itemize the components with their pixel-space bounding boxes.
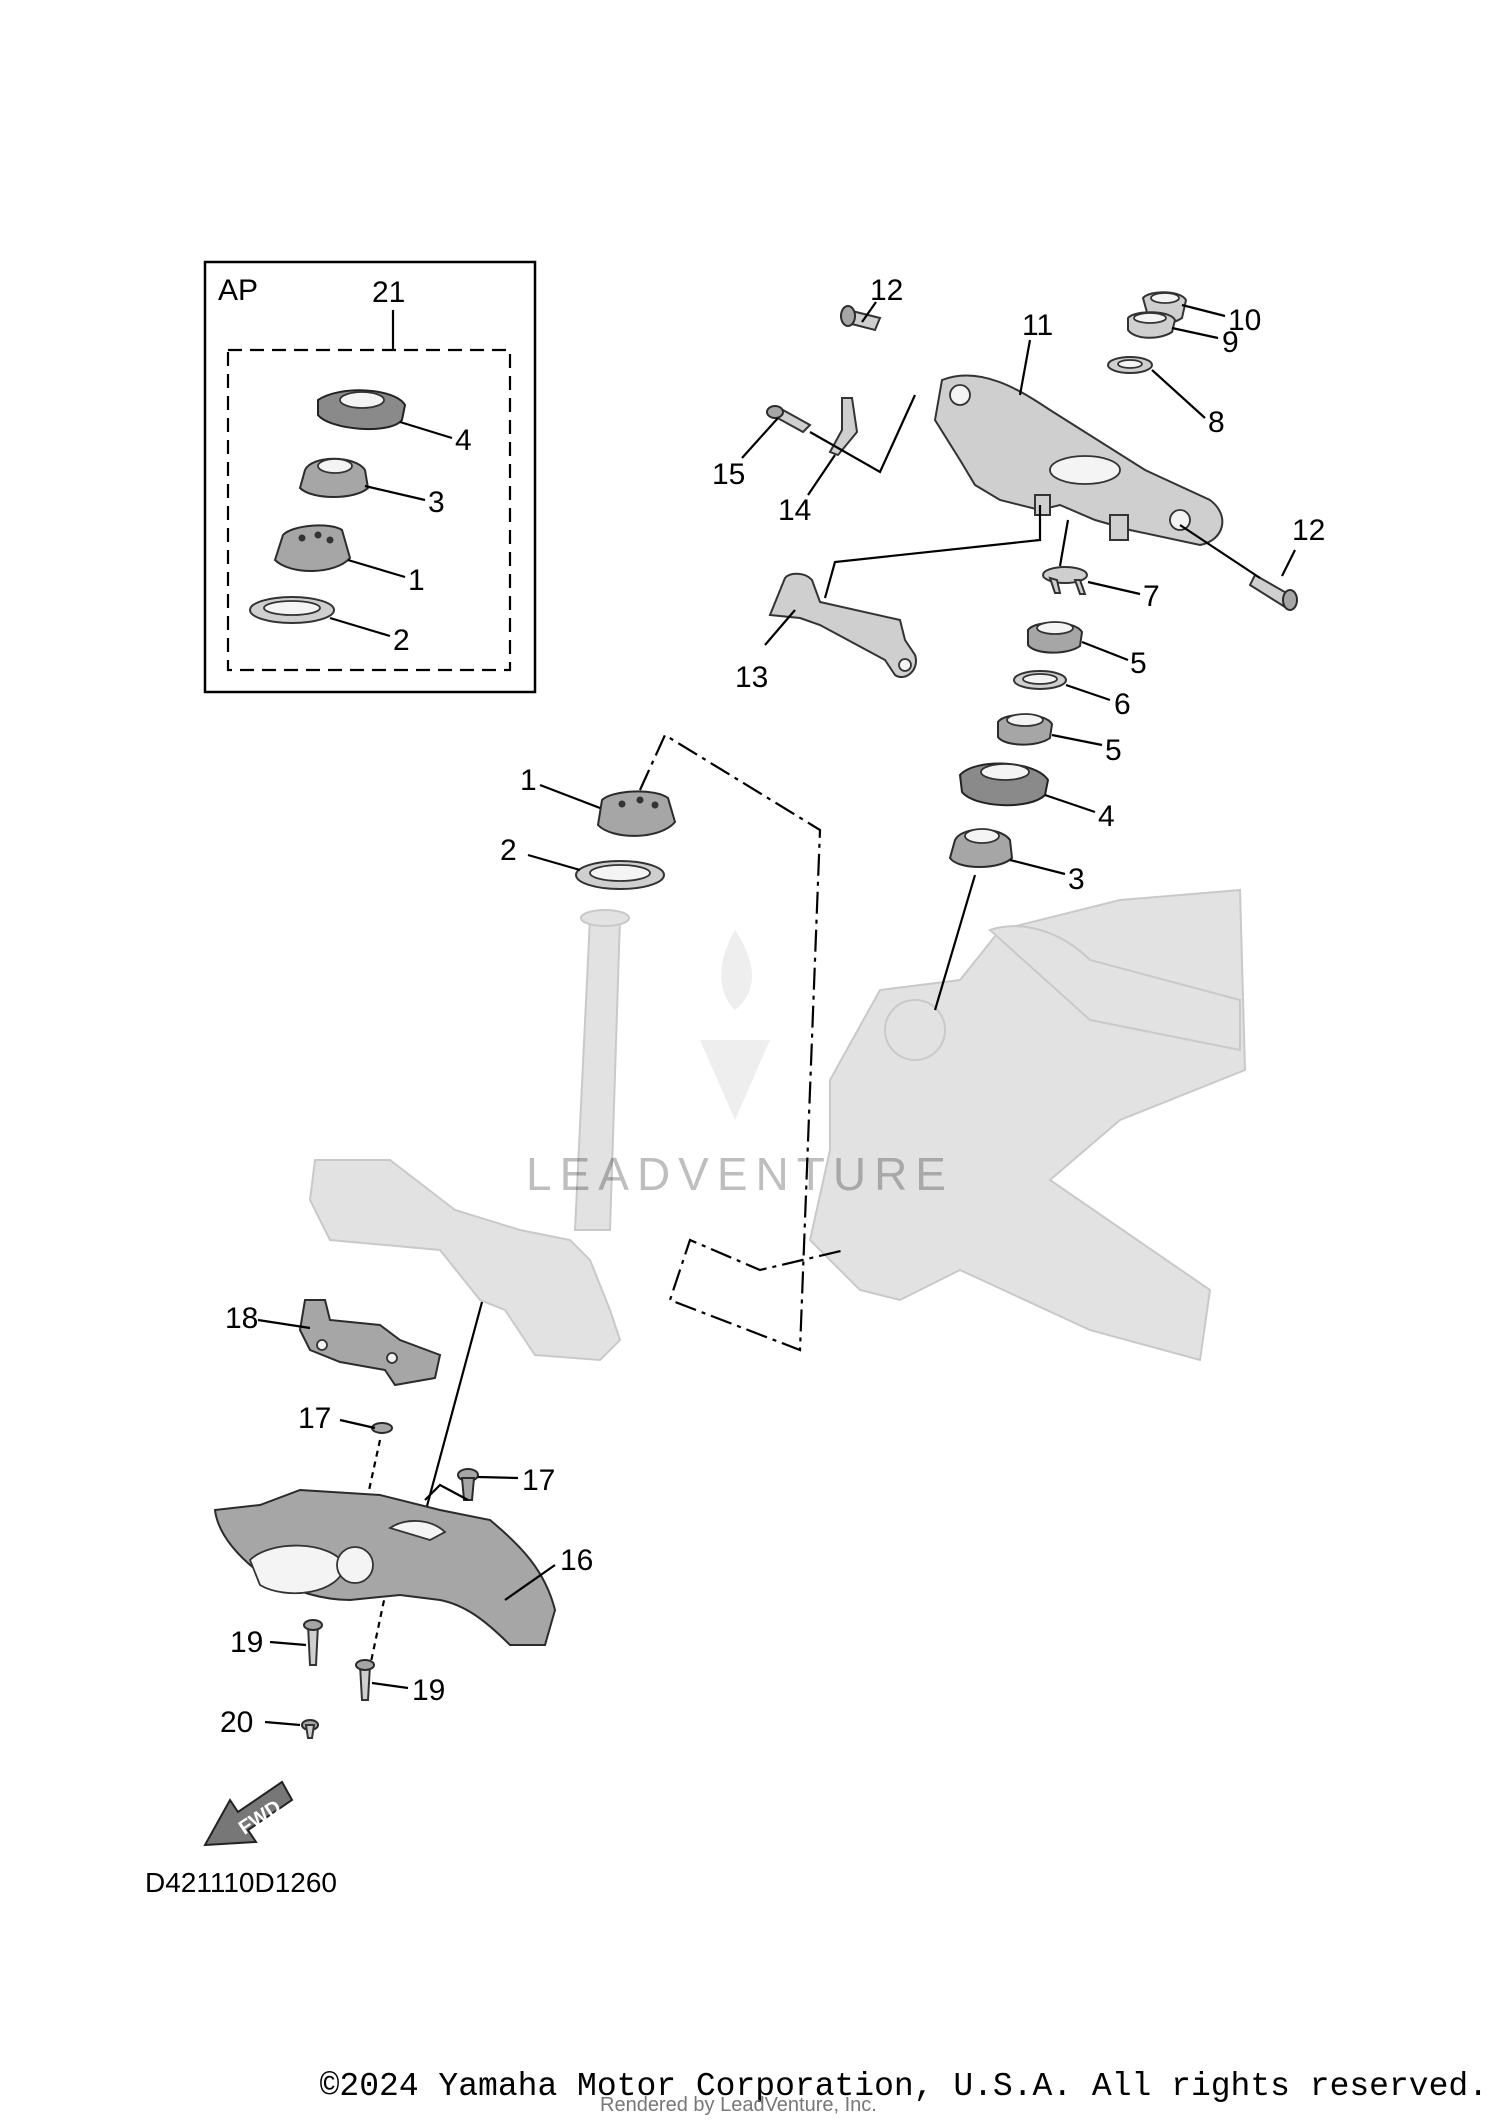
callout-16: 16 bbox=[560, 1544, 593, 1577]
lower-bracket-ghost bbox=[308, 909, 630, 1362]
copyright-notice: ©2024 Yamaha Motor Corporation, U.S.A. A… bbox=[319, 2068, 1488, 2105]
cover-part-16 bbox=[213, 1488, 557, 1646]
callout-12-top: 12 bbox=[870, 274, 903, 307]
kit-part-3 bbox=[298, 457, 370, 498]
bolt-part-12-top bbox=[840, 305, 882, 332]
callout-1: 1 bbox=[520, 764, 537, 797]
kit-box-title: AP bbox=[218, 274, 258, 307]
grommet-part-17-right bbox=[457, 1468, 479, 1501]
callout-11: 11 bbox=[1022, 309, 1053, 342]
seal-part-6 bbox=[1013, 670, 1067, 690]
kit-part-2 bbox=[249, 596, 335, 624]
bracket-part-18 bbox=[298, 1299, 442, 1387]
callout-17-right: 17 bbox=[522, 1464, 555, 1497]
screw-part-19-right bbox=[355, 1659, 375, 1701]
bearing-part-4 bbox=[958, 762, 1050, 807]
watermark-text: LEADVENTURE bbox=[526, 1148, 954, 1200]
kit-part-4 bbox=[317, 389, 407, 431]
callout-15: 15 bbox=[712, 458, 745, 491]
kit-part-1 bbox=[273, 524, 352, 572]
washer-part-9 bbox=[1127, 311, 1177, 339]
callout-5-upper: 5 bbox=[1130, 647, 1147, 680]
watermark: LEADVENTURE bbox=[526, 930, 954, 1200]
callout-7: 7 bbox=[1143, 580, 1160, 613]
callout-10: 10 bbox=[1228, 304, 1261, 337]
callout-19-right: 19 bbox=[412, 1674, 445, 1707]
fwd-arrow-icon: FWD bbox=[203, 1780, 294, 1847]
callout-9: 9 bbox=[1222, 326, 1239, 359]
clamp-part-14 bbox=[828, 397, 859, 457]
ring-part-7 bbox=[1042, 566, 1088, 595]
callout-4: 4 bbox=[1098, 800, 1115, 833]
screw-part-20 bbox=[301, 1719, 319, 1739]
race-part-5-lower bbox=[997, 713, 1054, 746]
kit-callout-4: 4 bbox=[455, 424, 472, 457]
bracket-part-13 bbox=[768, 572, 917, 678]
rendered-by-credit: Rendered by LeadVenture, Inc. bbox=[600, 2094, 877, 2116]
seal-part-2 bbox=[575, 860, 665, 890]
bolt-part-15 bbox=[766, 405, 812, 434]
diagram-code: D421110D1260 bbox=[145, 1867, 337, 1898]
kit-callout-2: 2 bbox=[393, 624, 410, 657]
frame-ghost bbox=[808, 888, 1247, 1362]
callout-19-left: 19 bbox=[230, 1626, 263, 1659]
screw-part-19-left bbox=[303, 1619, 323, 1666]
callout-20: 20 bbox=[220, 1706, 253, 1739]
bearing-part-1 bbox=[596, 790, 677, 837]
callout-2: 2 bbox=[500, 834, 517, 867]
callout-12-right: 12 bbox=[1292, 514, 1325, 547]
callout-8: 8 bbox=[1208, 406, 1225, 439]
callout-17-left: 17 bbox=[298, 1402, 331, 1435]
callout-3: 3 bbox=[1068, 863, 1085, 896]
callout-5-lower: 5 bbox=[1105, 734, 1122, 767]
callout-14: 14 bbox=[778, 494, 811, 527]
callout-13: 13 bbox=[735, 661, 768, 694]
bolt-part-12-right bbox=[1248, 573, 1298, 611]
kit-callout-1: 1 bbox=[408, 564, 425, 597]
callout-6: 6 bbox=[1114, 688, 1131, 721]
ap-kit-box: AP 21 4 3 1 2 bbox=[203, 260, 537, 694]
race-part-3 bbox=[948, 828, 1014, 868]
washer-part-8 bbox=[1107, 356, 1153, 374]
callout-18: 18 bbox=[225, 1302, 258, 1335]
upper-bracket-part-11 bbox=[933, 374, 1224, 547]
kit-number-callout: 21 bbox=[372, 276, 405, 309]
race-part-5-upper bbox=[1027, 621, 1084, 654]
kit-callout-3: 3 bbox=[428, 486, 445, 519]
